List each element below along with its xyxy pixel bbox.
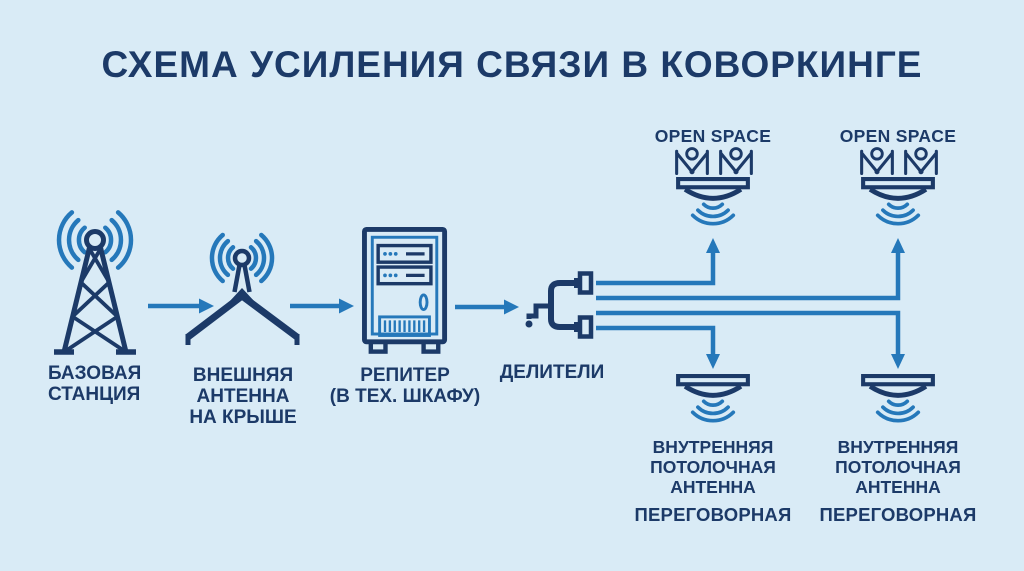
person-icon: [860, 147, 894, 175]
meeting-room-label-right: ПЕРЕГОВОРНАЯ: [819, 504, 977, 525]
splitters-label: ДЕЛИТЕЛИ: [499, 362, 605, 383]
door-handle-icon: [418, 293, 429, 312]
external-antenna-label: ВНЕШНЯЯ АНТЕННА НА КРЫШЕ: [189, 365, 297, 428]
person-icon: [719, 147, 753, 175]
base-station-label: БАЗОВАЯ СТАНЦИЯ: [48, 363, 142, 405]
person-icon: [904, 147, 938, 175]
radio-waves-icon: [690, 202, 736, 226]
base-station-icon: [54, 210, 136, 355]
cable-to-meeting-room-right: [596, 310, 901, 354]
rack-unit: [376, 243, 433, 264]
people-icons-right: [858, 147, 940, 176]
indoor-antenna-label-left: ВНУТРЕННЯЯ ПОТОЛОЧНАЯ АНТЕННА: [650, 437, 776, 497]
radio-waves-icon: [209, 232, 275, 284]
people-icons-left: [673, 147, 755, 176]
repeater-label: РЕПИТЕР (В ТЕХ. ШКАФУ): [329, 365, 481, 407]
ceiling-antenna-icon: [861, 177, 935, 226]
ceiling-antenna-icon: [676, 374, 750, 423]
ceiling-antenna-icon: [676, 177, 750, 226]
vent-grille-icon: [378, 315, 431, 337]
open-space-label-right: OPEN SPACE: [839, 126, 957, 146]
radio-waves-icon: [875, 202, 921, 226]
arrowhead-down-icon: [706, 354, 720, 369]
arrowhead-right-icon: [339, 298, 354, 314]
repeater-icon: [362, 227, 448, 354]
person-icon: [675, 147, 709, 175]
open-space-label-left: OPEN SPACE: [654, 126, 772, 146]
radio-waves-icon: [875, 399, 921, 423]
cable-to-open-space-right: [596, 253, 901, 301]
ceiling-antenna-icon: [861, 374, 935, 423]
radio-waves-icon: [690, 399, 736, 423]
external-antenna-icon: [185, 232, 300, 345]
meeting-room-label-left: ПЕРЕГОВОРНАЯ: [634, 504, 792, 525]
arrowhead-down-icon: [891, 354, 905, 369]
radio-waves-icon: [56, 210, 134, 270]
indoor-antenna-label-right: ВНУТРЕННЯЯ ПОТОЛОЧНАЯ АНТЕННА: [835, 437, 961, 497]
page-title: СХЕМА УСИЛЕНИЯ СВЯЗИ В КОВОРКИНГЕ: [101, 44, 923, 85]
rack-unit: [376, 265, 433, 286]
cable-to-meeting-room-left: [596, 325, 716, 354]
splitter-icon: [525, 271, 594, 339]
arrowhead-right-icon: [504, 299, 519, 315]
cable-to-open-space-left: [596, 253, 716, 286]
